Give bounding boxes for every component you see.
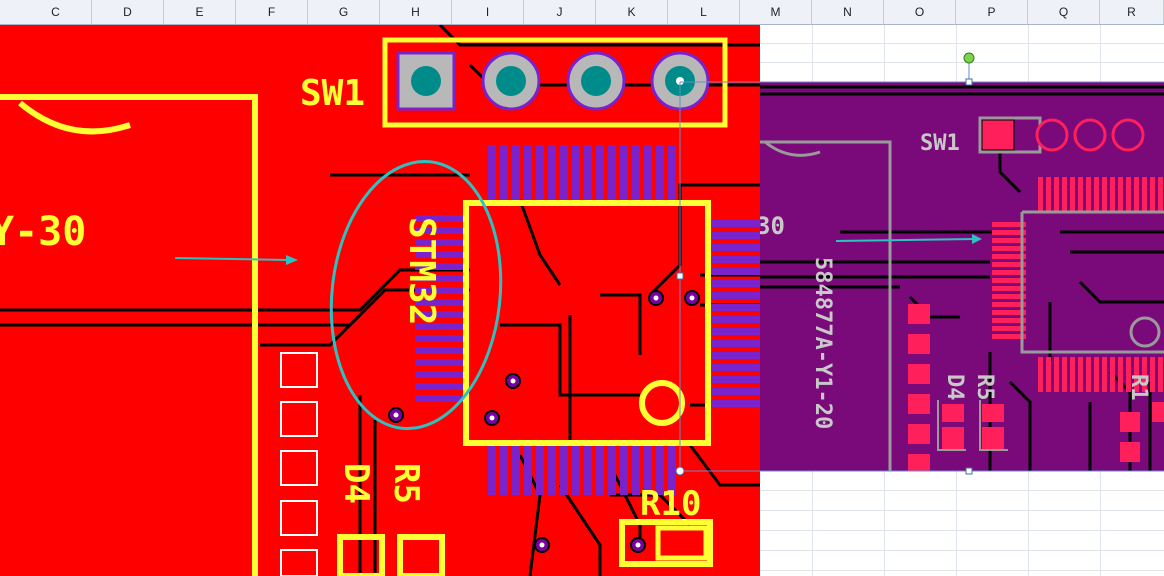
connector-pads	[908, 304, 930, 471]
module-silkscreen-outline	[0, 94, 258, 576]
d4-label-right: D4	[942, 374, 967, 401]
column-header-G[interactable]: G	[308, 0, 380, 24]
connector-pads	[280, 352, 318, 576]
column-header-C[interactable]: C	[20, 0, 92, 24]
d4-r5-pads	[942, 402, 1164, 462]
gridline-h	[760, 570, 1164, 571]
pcb-image-left[interactable]: SW1 Y-30 R10 STM32 D4 R5	[0, 25, 760, 576]
qfp-pads-right	[710, 220, 760, 407]
module-outline	[760, 140, 892, 471]
resize-handle-bottom-left[interactable]	[675, 466, 685, 476]
annotation-arrow-line[interactable]	[174, 257, 289, 261]
r5-label-right: R5	[972, 374, 997, 401]
annotation-arrow-line-right[interactable]	[835, 238, 975, 242]
resize-handle-top[interactable]	[965, 78, 973, 86]
vias	[388, 290, 700, 553]
stm32-label: STM32	[401, 217, 442, 325]
column-header-D[interactable]: D	[92, 0, 164, 24]
column-header-M[interactable]: M	[740, 0, 812, 24]
r10-pad	[655, 525, 709, 561]
annotation-arrowhead-right	[972, 234, 982, 244]
sw1-pin1-hole	[411, 66, 441, 96]
r5-footprint	[397, 534, 445, 576]
column-header-N[interactable]: N	[812, 0, 884, 24]
board-id-label: 584877A-Y1-20	[810, 257, 835, 429]
qfp-pads-top	[488, 145, 676, 200]
r5-label: R5	[386, 463, 426, 504]
gridline-h	[760, 550, 1164, 551]
sw1-pad	[1073, 118, 1107, 152]
d4-footprint	[337, 534, 385, 576]
column-header-O[interactable]: O	[884, 0, 956, 24]
partial-module-label: Y-30	[0, 209, 86, 255]
chip-outline	[1020, 210, 1164, 354]
measure-point	[676, 77, 684, 85]
partial-num-label: 30	[760, 212, 785, 240]
rotate-handle[interactable]	[963, 52, 975, 64]
pin1-marker	[1129, 316, 1161, 348]
qfp-pads-left	[992, 222, 1026, 339]
column-header-P[interactable]: P	[956, 0, 1028, 24]
d4-label: D4	[336, 463, 376, 504]
qfp-pads-top	[1038, 177, 1163, 212]
qfp-pads-bottom	[488, 445, 676, 495]
resize-handle-bottom[interactable]	[965, 467, 973, 475]
sw1-pad	[1111, 118, 1145, 152]
column-header-L[interactable]: L	[668, 0, 740, 24]
r1-partial-label: R1	[1126, 374, 1151, 401]
pcb-image-right[interactable]: SW1 584877A-Y1-20 D4 R5 R1 30	[760, 82, 1164, 471]
column-header-Q[interactable]: Q	[1028, 0, 1100, 24]
column-header-F[interactable]: F	[236, 0, 308, 24]
column-header-J[interactable]: J	[524, 0, 596, 24]
gridline-h	[760, 530, 1164, 531]
pin1-marker	[639, 380, 685, 426]
column-header-E[interactable]: E	[164, 0, 236, 24]
resize-handle-left[interactable]	[676, 272, 684, 280]
sw1-label-right: SW1	[920, 131, 960, 156]
annotation-arrowhead	[286, 255, 298, 265]
column-header-I[interactable]: I	[452, 0, 524, 24]
qfp-pads-bottom	[1038, 357, 1163, 392]
gridline-h	[760, 510, 1164, 511]
chip-silkscreen-outline	[463, 200, 711, 446]
column-header-K[interactable]: K	[596, 0, 668, 24]
module-arc	[764, 140, 821, 157]
sw1-pad	[1035, 118, 1069, 152]
column-header-H[interactable]: H	[380, 0, 452, 24]
gridline-h	[760, 43, 1164, 44]
r10-label: R10	[640, 484, 701, 524]
highlight-ellipse[interactable]	[318, 153, 513, 437]
d4-r5-outline	[937, 400, 1008, 451]
qfp-pads-left	[415, 215, 465, 402]
sw1-label: SW1	[300, 73, 365, 114]
gridline-h	[760, 62, 1164, 63]
gridline-h	[760, 490, 1164, 491]
sw1-pin1-pad	[396, 51, 456, 111]
module-arc	[18, 100, 131, 135]
sw1-pin1-pad	[981, 119, 1015, 151]
r10-footprint	[619, 519, 713, 567]
column-header-row: C D E F G H I J K L M N O P Q R	[0, 0, 1164, 25]
